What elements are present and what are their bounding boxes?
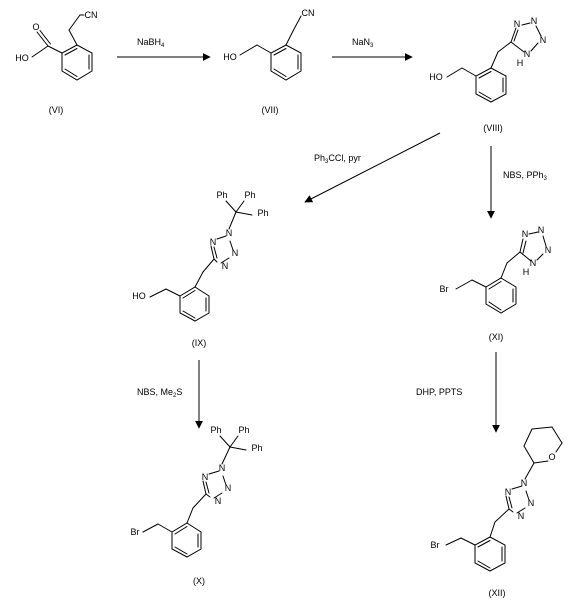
reaction-arrow-3 [304,132,441,203]
compound-viii: N N N N H HO (VIII) [429,16,546,133]
nitrogen-atom: N [210,237,217,247]
tetrazole-ring [210,235,234,264]
phenyl-label: Ph [251,443,262,453]
compound-x: N N N N Ph Ph Ph Br (X) [131,425,263,586]
tetrazole-ring [510,22,542,53]
benzene-ring [179,286,210,322]
hydroxyl-label: HO [429,72,443,82]
nitrile-label: CN [302,8,315,18]
benzene-ring [61,44,93,81]
compound-label-ix: (IX) [192,338,207,348]
tetrazole-ring [519,231,547,262]
reagent-nan3: NaN3 [352,37,374,49]
phenyl-label: Ph [257,208,268,218]
compound-ix: N N N N Ph Ph Ph HO (IX) [132,190,268,348]
hydroxyl-label: HO [223,52,237,62]
nitrogen-atom: N [528,498,535,508]
nh-nitrogen-atom: N [530,258,537,268]
reagent-nabh4: NaBH4 [137,37,165,49]
phenyl-label: Ph [210,425,221,435]
tetrazole-ring [505,485,530,514]
compound-xi: N N N N H Br (XI) [440,225,552,342]
oxygen-atom-label: O [548,452,555,462]
tetrahydropyran-ring [523,426,563,464]
nitrogen-atom: N [514,19,521,29]
nitrogen-atom: N [226,228,233,238]
nitrogen-atom: N [232,248,239,258]
phenyl-label: Ph [216,190,227,200]
hydroxyl-label: HO [15,53,29,63]
compound-label-xii: (XII) [489,588,506,598]
compound-label-xi: (XI) [489,332,504,342]
nitrogen-atom: N [538,225,545,235]
oxygen-atom-label: O [32,22,39,32]
compound-vii: HO CN (VII) [223,8,314,115]
nh-nitrogen-atom: N [524,49,531,59]
nitrogen-atom: N [202,472,209,482]
tetrazole-ring [202,470,227,499]
nitrogen-atom: N [545,245,552,255]
nitrogen-atom: N [522,229,529,239]
phenyl-label: Ph [238,425,249,435]
reagent-trityl-chloride: Ph3CCl, pyr [314,153,361,165]
reagent-nbs-me2s: NBS, Me2S [137,387,182,399]
benzene-ring [475,67,507,103]
benzene-ring [485,277,517,314]
bromine-label: Br [440,284,449,294]
nitrogen-atom: N [505,487,512,497]
nitrile-label: CN [85,10,98,20]
nitrogen-atom: N [219,463,226,473]
hydrogen-atom: H [523,267,530,277]
bromine-label: Br [431,540,440,550]
phenyl-label: Ph [244,190,255,200]
nitrogen-atom: N [540,35,547,45]
compound-label-vii: (VII) [262,105,279,115]
compound-vi: O HO CN (VI) [15,10,97,115]
compound-label-viii: (VIII) [483,123,503,133]
bromine-label: Br [131,527,140,537]
nitrogen-atom: N [531,16,538,26]
benzene-ring [474,536,506,572]
nitrogen-atom: N [518,511,525,521]
reagent-nbs-pph3: NBS, PPh3 [503,170,548,182]
compound-label-vi: (VI) [49,105,64,115]
benzene-ring [171,522,202,558]
nitrogen-atom: N [521,478,528,488]
benzene-ring [270,44,302,81]
hydrogen-atom: H [517,58,524,68]
hydroxyl-label: HO [132,291,146,301]
compound-xii: N N N N O Br (XII) [431,426,563,598]
reagent-dhp-ppts: DHP, PPTS [416,387,462,397]
nitrogen-atom: N [215,496,222,506]
nitrogen-atom: N [225,483,232,493]
nitrogen-atom: N [222,261,229,271]
compound-label-x: (X) [193,576,205,586]
